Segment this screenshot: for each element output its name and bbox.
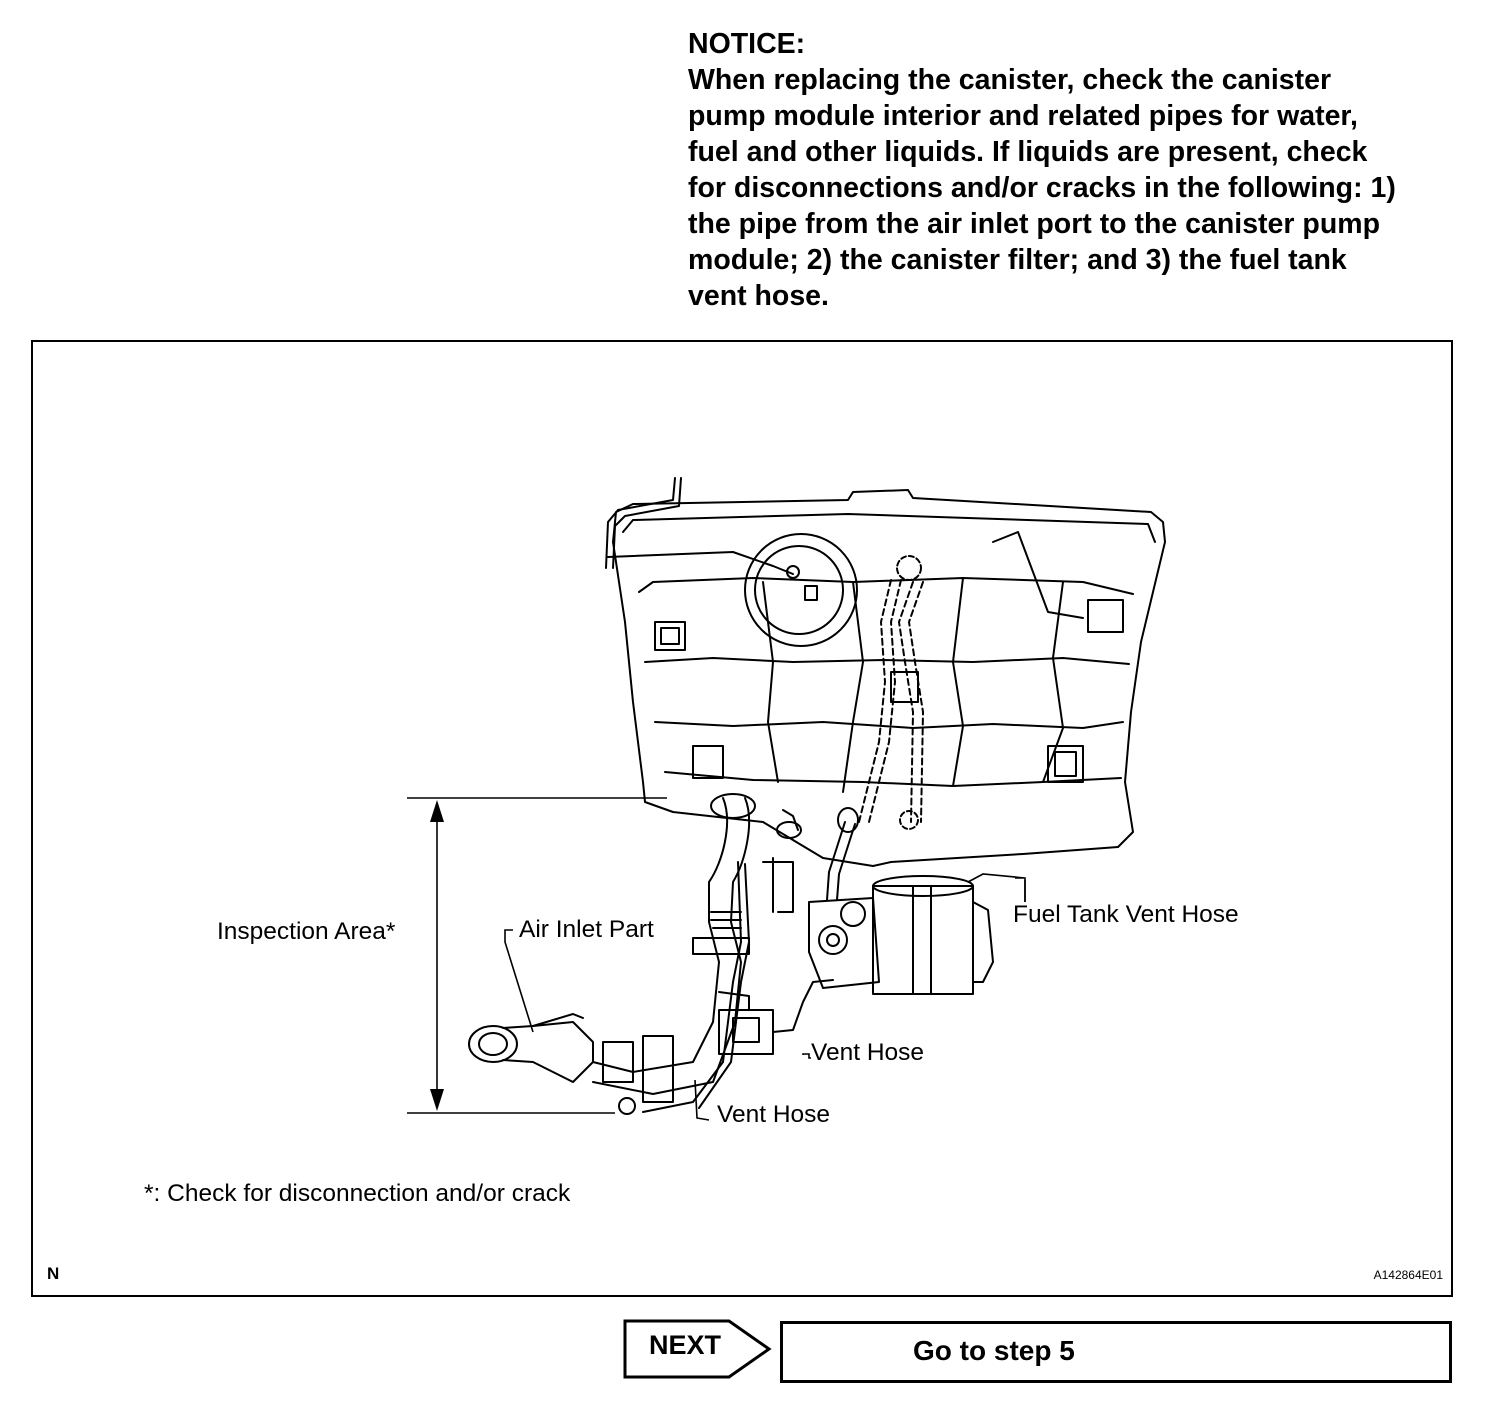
notice-line: module; 2) the canister filter; and 3) t…: [688, 244, 1347, 276]
fuel-tank-illustration-frame: Inspection Area* Air Inlet Part Fuel Tan…: [31, 340, 1453, 1297]
go-to-step-label: Go to step 5: [913, 1335, 1075, 1366]
notice-line: fuel and other liquids. If liquids are p…: [688, 136, 1368, 168]
fuel-tank-illustration: [407, 477, 1166, 1121]
notice-block: NOTICE: When replacing the canister, che…: [688, 26, 1478, 314]
next-button[interactable]: NEXT: [623, 1318, 773, 1380]
notice-line: for disconnections and/or cracks in the …: [688, 172, 1396, 204]
notice-line: pump module interior and related pipes f…: [688, 100, 1358, 132]
go-to-step-link[interactable]: Go to step 5: [780, 1321, 1452, 1383]
fuel-tank-outline: [612, 489, 1166, 867]
notice-line: When replacing the canister, check the c…: [688, 64, 1332, 96]
vent-hose-label-bottom: Vent Hose: [717, 1101, 831, 1128]
next-arrow-icon: [623, 1319, 772, 1379]
corner-mark: N: [47, 1264, 60, 1283]
next-label: NEXT: [649, 1330, 722, 1360]
figure-footnote: *: Check for disconnection and/or crack: [144, 1180, 571, 1207]
notice-line: vent hose.: [688, 280, 829, 312]
canister-body: [872, 885, 974, 995]
vent-hose-label-right: Vent Hose: [811, 1039, 925, 1066]
air-inlet-part-label: Air Inlet Part: [519, 916, 654, 943]
notice-title: NOTICE:: [688, 28, 806, 60]
fuel-tank-vent-hose-label: Fuel Tank Vent Hose: [1013, 901, 1239, 928]
notice-line: the pipe from the air inlet port to the …: [688, 208, 1380, 240]
inspection-area-label: Inspection Area*: [217, 918, 396, 945]
figure-id: A142864E01: [1373, 1268, 1443, 1282]
